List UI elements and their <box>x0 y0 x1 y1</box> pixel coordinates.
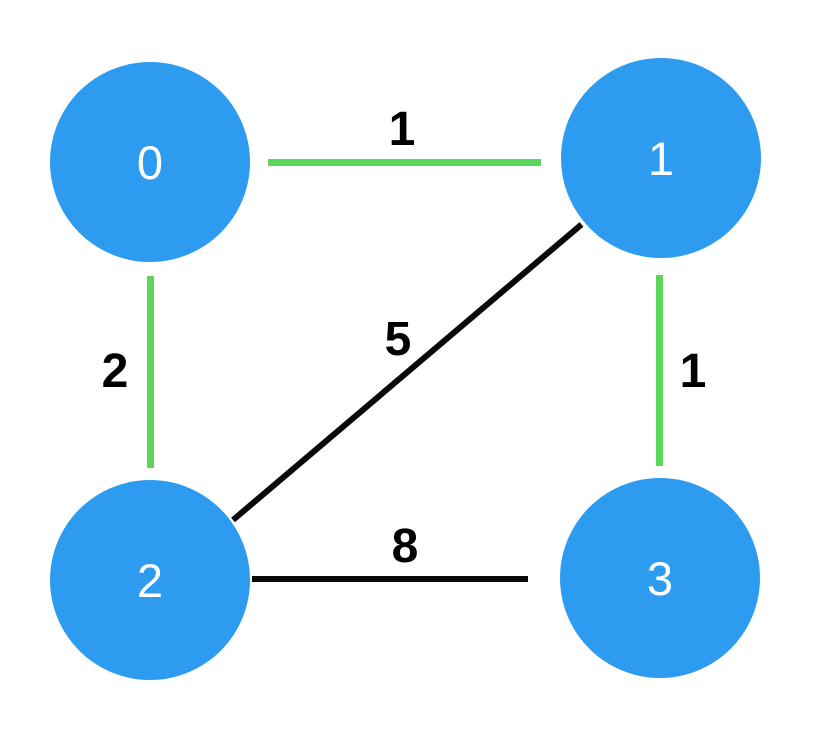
node-1-label: 1 <box>647 131 675 185</box>
edge-weight-1-2: 5 <box>384 313 412 366</box>
node-2: 2 <box>50 480 250 680</box>
edge-weight-2-3: 8 <box>391 520 419 573</box>
node-2-label: 2 <box>136 553 164 607</box>
edge-0-1 <box>268 159 541 166</box>
edge-1-2 <box>231 222 584 523</box>
edge-weight-0-2: 2 <box>101 345 129 398</box>
node-0-label: 0 <box>136 135 164 189</box>
node-3: 3 <box>560 478 760 678</box>
edge-1-3 <box>656 275 663 466</box>
edge-0-2 <box>147 276 154 468</box>
edge-weight-0-1: 1 <box>388 103 416 156</box>
edge-2-3 <box>252 576 528 582</box>
node-0: 0 <box>50 62 250 262</box>
node-1: 1 <box>561 58 761 258</box>
node-3-label: 3 <box>646 551 674 605</box>
edge-weight-1-3: 1 <box>679 345 707 398</box>
